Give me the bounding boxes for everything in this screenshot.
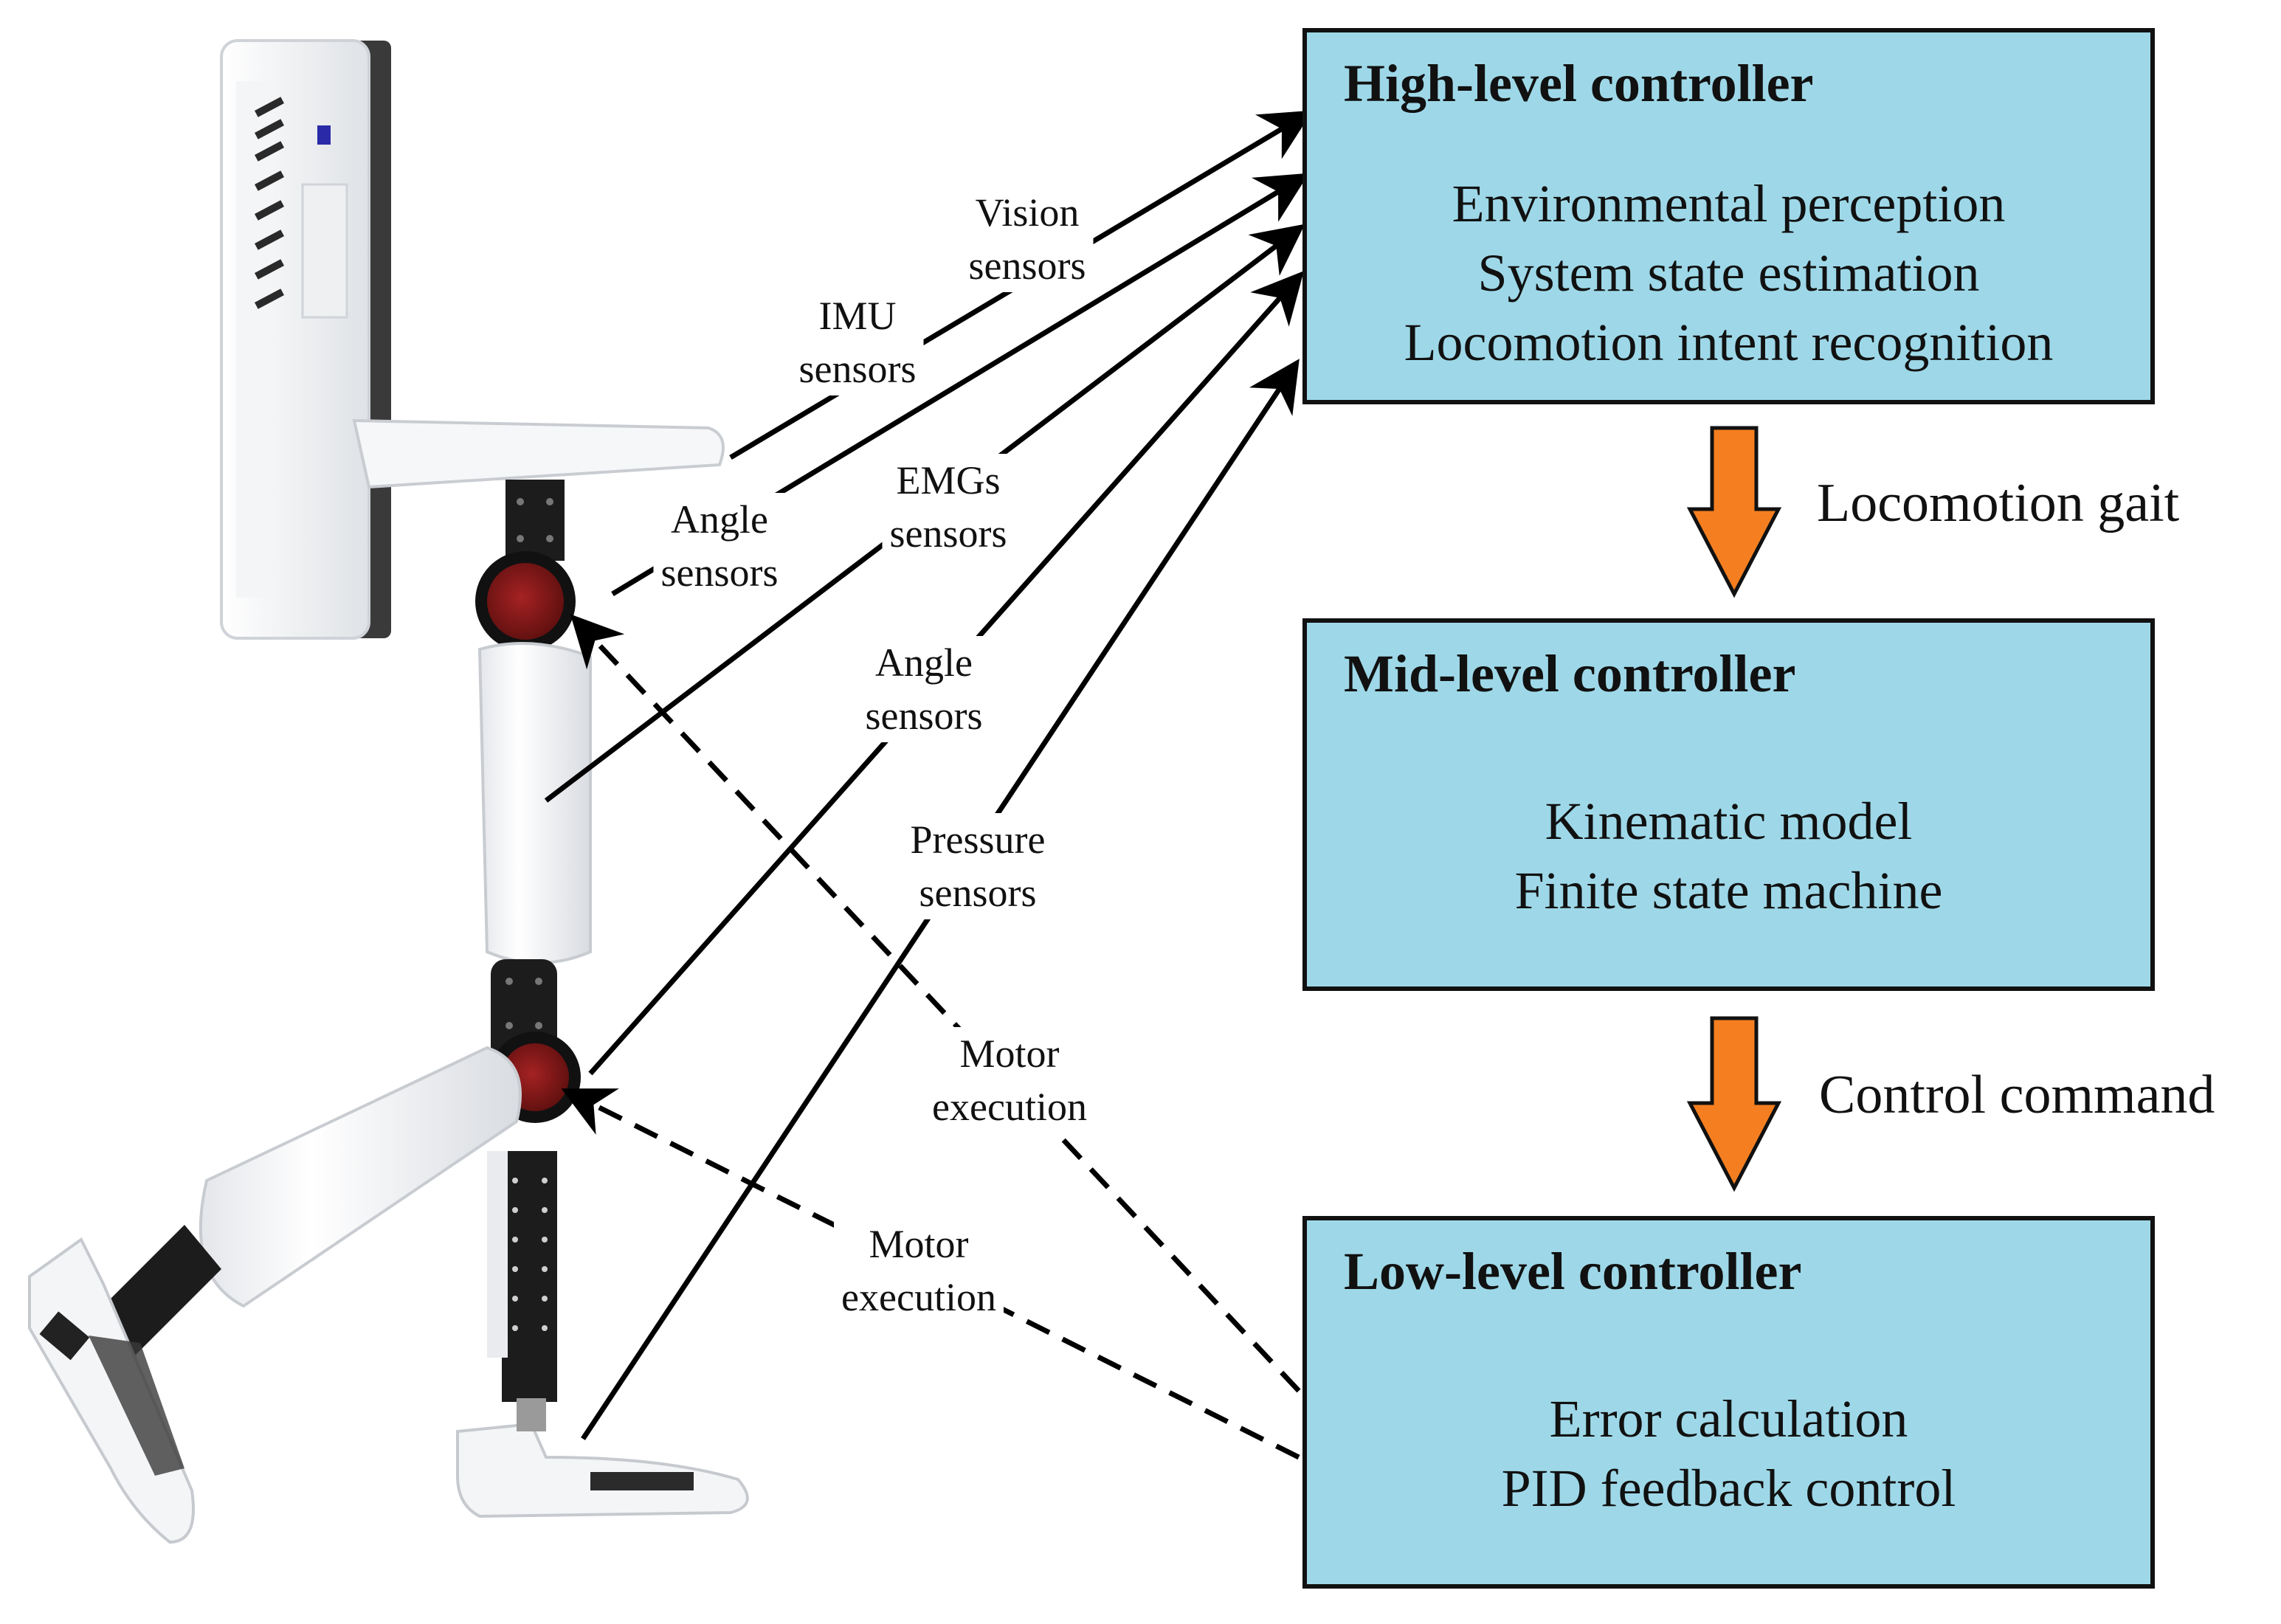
low-level-line-1: Error calculation xyxy=(1549,1389,1908,1448)
shank-segment xyxy=(502,1151,557,1402)
low-level-line-2: PID feedback control xyxy=(1501,1459,1956,1518)
high-level-line-1: Environmental perception xyxy=(1452,174,2006,233)
standing-foot-plate xyxy=(456,1422,749,1518)
mid-level-line-1: Kinematic model xyxy=(1545,792,1913,851)
backpack-unit xyxy=(220,39,391,640)
mid-level-line-2: Finite state machine xyxy=(1514,861,1943,920)
waist-plate xyxy=(352,418,725,489)
high-level-controller-box: High-level controller Environmental perc… xyxy=(1302,28,2155,404)
high-level-line-3: Locomotion intent recognition xyxy=(1404,313,2054,372)
swing-shank-segment xyxy=(199,1046,522,1308)
locomotion-gait-label: Locomotion gait xyxy=(1817,473,2180,533)
low-level-controller-box: Low-level controller Error calculation P… xyxy=(1302,1216,2155,1589)
thigh-segment xyxy=(477,642,592,964)
control-command-label: Control command xyxy=(1819,1065,2215,1125)
high-level-line-2: System state estimation xyxy=(1477,243,1980,303)
high-level-controller-title: High-level controller xyxy=(1344,54,1814,113)
mid-level-controller-title: Mid-level controller xyxy=(1344,644,1796,703)
flow-arrows xyxy=(1686,426,1782,1192)
low-level-controller-title: Low-level controller xyxy=(1344,1242,1802,1301)
mid-level-controller-box: Mid-level controller Kinematic model Fin… xyxy=(1302,618,2155,991)
hip-joint xyxy=(475,551,576,652)
